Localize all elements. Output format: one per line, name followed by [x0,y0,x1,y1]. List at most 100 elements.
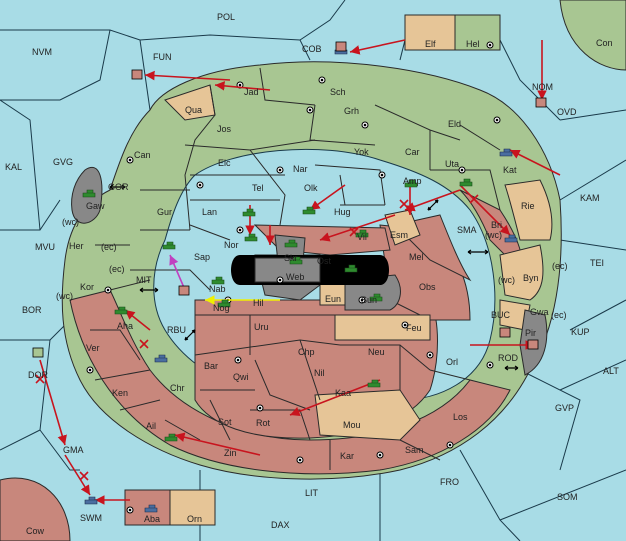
label-bor: BOR [22,305,42,315]
label-pir: Pir [525,328,536,338]
label-kal: KAL [5,162,22,172]
label-gvg: GVG [53,157,73,167]
label-zin: Zin [224,448,237,458]
green-borders [95,67,501,291]
label-eun: Eun [325,294,341,304]
label-olk: Olk [304,183,318,193]
unit-kat [499,148,513,157]
label-can: Can [134,150,151,160]
land-labels: Elf Hel Jad Sch Qua Jos Grh Eld Can Yok … [69,39,549,524]
label-bri: Bri [491,220,502,230]
label-sun: Sun [361,295,377,305]
unit-nog [217,299,231,308]
double-arrows [109,184,519,371]
unit-swm [84,496,98,505]
unit-chr [154,354,168,363]
label-coast-ec2: (ec) [109,264,125,274]
label-yok: Yok [354,147,369,157]
label-grh: Grh [344,106,359,116]
label-qwi: Qwi [233,372,249,382]
label-swm: SWM [80,513,102,523]
label-hil: Hil [253,298,264,308]
label-los: Los [453,412,468,422]
label-coast-ec1: (ec) [101,242,117,252]
label-gor: GOR [108,182,129,192]
region-esm[interactable] [384,209,421,246]
label-esm: Esm [390,230,408,240]
green-units [82,178,473,442]
label-nar: Nar [293,164,308,174]
label-uta: Uta [445,159,459,169]
label-qua: Qua [185,105,202,115]
label-amp: Amp [403,176,422,186]
supply-centers [86,41,501,514]
label-dor: DOR [28,370,49,380]
label-gvp: GVP [555,403,574,413]
unit-ail [164,433,178,442]
order-flags [32,41,547,358]
label-feu: Feu [406,323,422,333]
label-mit: MIT [136,275,152,285]
label-mel: Mel [409,252,424,262]
unit-bri [504,234,518,243]
label-som: SOM [557,492,578,502]
unit-aha [114,306,128,315]
label-coast-wc3: (wc) [485,230,502,240]
label-fro: FRO [440,477,459,487]
region-feu[interactable] [334,314,431,341]
label-kor: Kor [80,282,94,292]
label-orl: Orl [446,357,458,367]
label-eld: Eld [448,119,461,129]
failed-order-marks [35,194,479,481]
label-kaa: Kaa [335,388,351,398]
unit-kaa [367,379,381,388]
label-sot: Sot [218,417,232,427]
label-mvu: MVU [35,242,55,252]
coast-labels: (wc) (ec) (ec) (wc) (wc) (ec) (wc) (ec) [56,217,568,320]
label-chp: Chp [298,347,315,357]
unit-aba [144,504,158,513]
unit-skr [284,239,298,248]
label-aha: Aha [117,321,133,331]
label-sch: Sch [330,87,346,97]
label-chr: Chr [170,383,185,393]
label-mou: Mou [343,420,361,430]
red-borders [90,314,471,470]
label-ail: Ail [146,421,156,431]
label-ost: Ost [317,256,332,266]
label-orn: Orn [187,514,202,524]
label-cow: Cow [26,526,45,536]
label-coast-wc4: (wc) [498,275,515,285]
unit-gaw [82,189,96,198]
label-coast-wc2: (wc) [56,291,73,301]
label-rod: ROD [498,353,519,363]
unit-amp [404,179,418,188]
label-obs: Obs [419,282,436,292]
label-car: Car [405,147,420,157]
label-nog: Nog [213,303,230,313]
label-gaw: Gaw [86,201,105,211]
label-jad: Jad [244,87,259,97]
label-nom: NOM [532,82,553,92]
region-mou[interactable] [314,389,421,441]
region-byn[interactable] [499,244,544,301]
label-tel: Tel [252,183,264,193]
label-gwa: Gwa [530,307,549,317]
label-tei: TEI [590,258,604,268]
label-cob: COB [302,44,322,54]
label-ovd: OVD [557,107,577,117]
label-web: Web [286,272,304,282]
region-rie[interactable] [504,179,553,241]
label-sap: Sap [194,252,210,262]
order-arrows [39,39,561,505]
label-kam: KAM [580,193,600,203]
region-hel[interactable] [454,14,501,51]
sea-labels: POL NVM FUN COB NOM Con OVD KAL GVG GOR … [5,12,619,536]
label-rbu: RBU [167,325,186,335]
label-nil: Nil [314,368,325,378]
region-orn[interactable] [169,489,216,526]
label-kat: Kat [503,165,517,175]
label-neu: Neu [368,347,385,357]
